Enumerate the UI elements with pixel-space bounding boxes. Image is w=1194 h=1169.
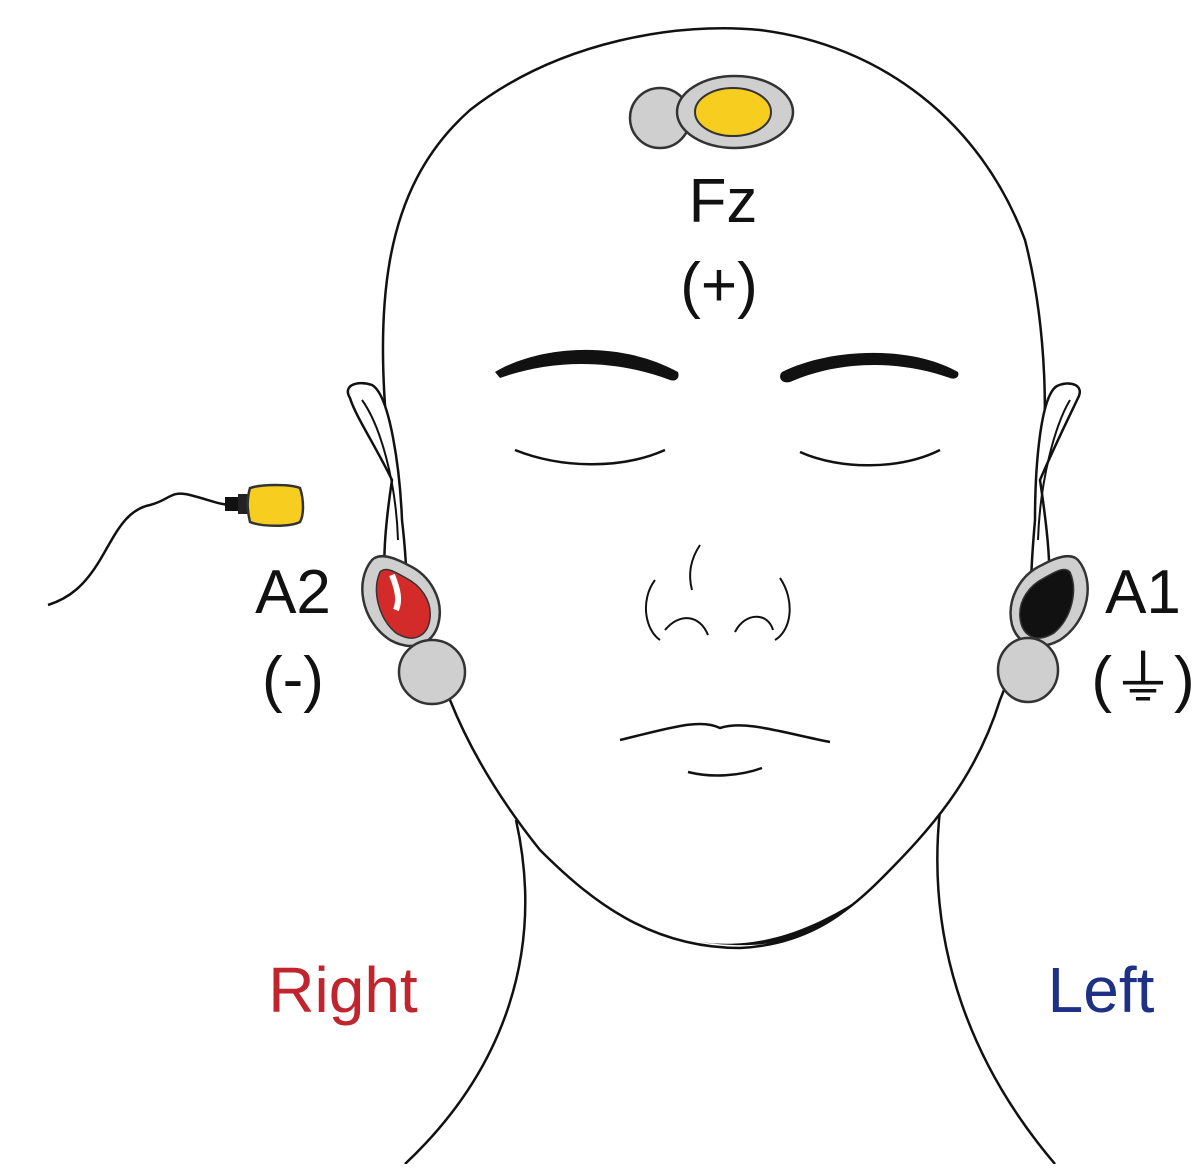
a1-polarity: (⏚) (1091, 645, 1194, 714)
right-side-label: Right (268, 954, 418, 1026)
fz-label: Fz (689, 167, 758, 236)
left-side-label: Left (1048, 954, 1155, 1026)
a1-label: A1 (1105, 558, 1181, 627)
fz-gel (695, 88, 771, 136)
a2-label: A2 (255, 558, 331, 627)
a2-polarity: (-) (262, 645, 324, 714)
earplug-foam (248, 485, 303, 526)
fz-polarity: (+) (680, 251, 758, 320)
earplug-cable (48, 494, 232, 605)
